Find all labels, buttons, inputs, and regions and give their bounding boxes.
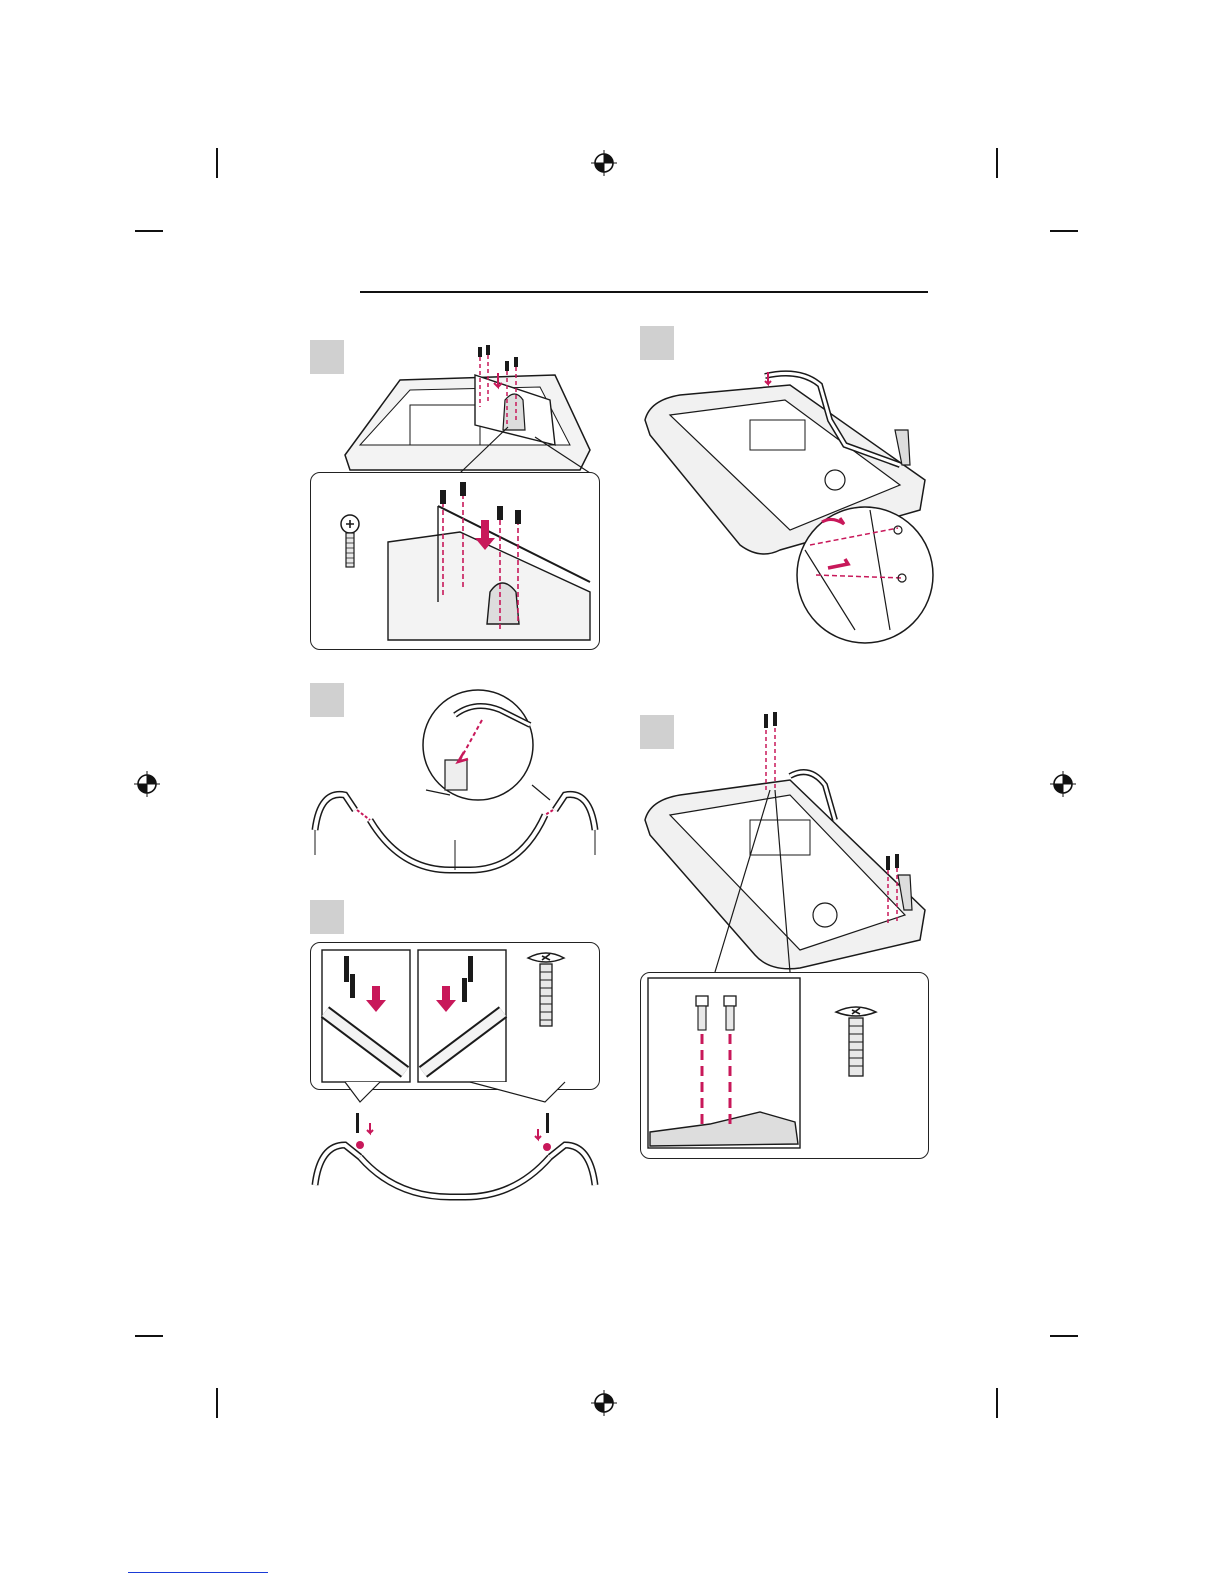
step-2-tv-stand-hook-illustration (640, 360, 935, 630)
step-5-detail-illustration (640, 972, 930, 1160)
screw-icon (528, 953, 564, 1026)
crosshair-icon (134, 771, 160, 797)
step-5-tv-screw-illustration (640, 710, 935, 970)
crop-mark-bottom-left-horizontal (135, 1335, 163, 1337)
step-1-detail-illustration (310, 472, 600, 650)
crop-mark-top-right-vertical (996, 148, 998, 178)
screw-icon (341, 515, 359, 567)
crosshair-icon (591, 1390, 617, 1416)
crop-mark-top-left-horizontal (135, 230, 163, 232)
screw-icon (724, 996, 736, 1030)
screw-icon (696, 996, 708, 1030)
crop-mark-bottom-left-vertical (216, 1388, 218, 1418)
step-4-badge (310, 900, 344, 934)
crop-mark-top-left-vertical (216, 148, 218, 178)
crop-mark-top-right-horizontal (1050, 230, 1078, 232)
step-4-detail-illustration (310, 942, 600, 1092)
crop-mark-bottom-right-horizontal (1050, 1335, 1078, 1337)
footer-link-underline (128, 1572, 268, 1573)
crosshair-icon (1050, 771, 1076, 797)
step-1-badge (310, 340, 344, 374)
screw-icon (836, 1007, 876, 1076)
step-4-stand-frame-illustration (300, 1105, 610, 1205)
crop-mark-bottom-right-vertical (996, 1388, 998, 1418)
crosshair-icon (591, 150, 617, 176)
step-3-stand-arms-join-illustration (300, 690, 610, 880)
step-2-badge (640, 326, 674, 360)
step-1-tv-back-illustration (340, 345, 610, 475)
header-rule (360, 291, 928, 293)
